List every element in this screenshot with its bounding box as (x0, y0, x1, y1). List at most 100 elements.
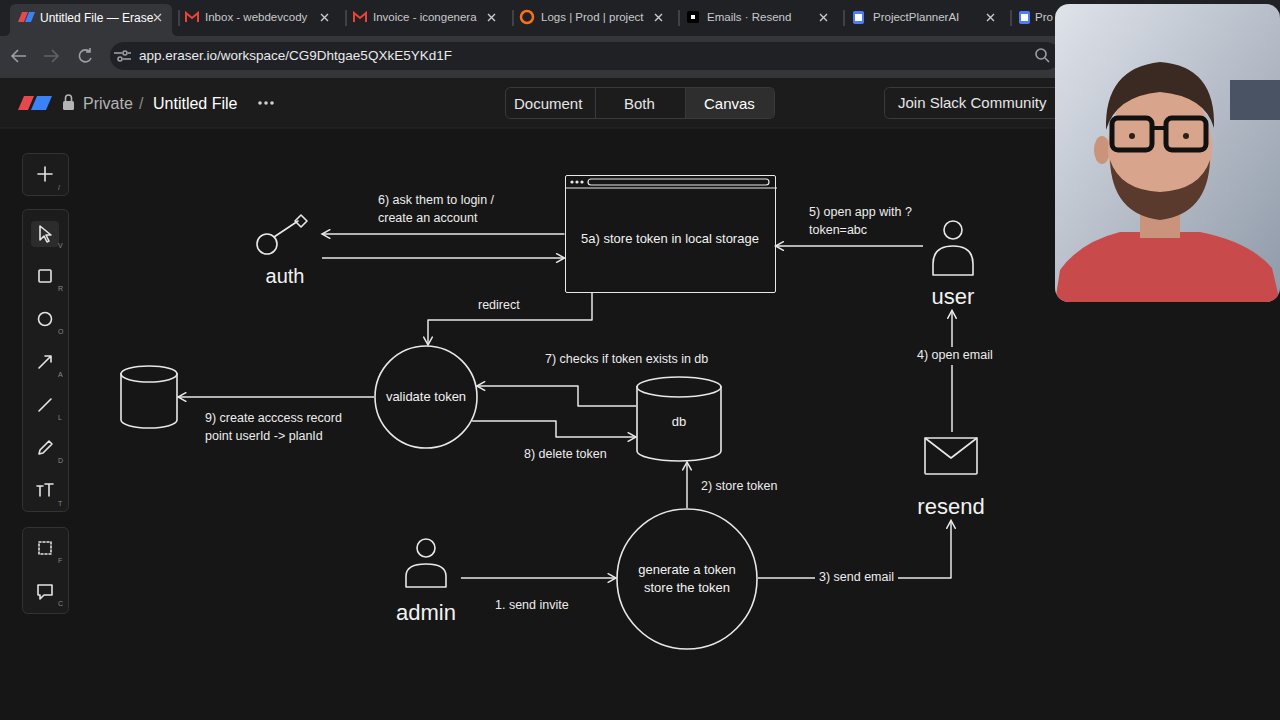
favicons-part (186, 13, 198, 22)
tool-icons-part (39, 270, 51, 282)
arrowhead (683, 462, 692, 470)
arrowhead (557, 254, 565, 263)
circle-shape (617, 509, 757, 649)
lock-icon-part (66, 95, 72, 101)
more-dots-part (270, 101, 274, 105)
tab-separators (179, 10, 1011, 26)
window-dot (575, 180, 578, 183)
node-text: generate a token store the token (628, 561, 746, 597)
shortcut-key: V (58, 242, 63, 250)
arrowhead (947, 520, 956, 528)
lock-icon (63, 95, 74, 110)
circle-outline (616, 508, 758, 650)
file-title: Untitled File (153, 94, 237, 113)
webcam-picture-part (1112, 118, 1152, 150)
actor-node: user (923, 220, 983, 310)
nav-icons-part (123, 58, 131, 60)
nav-icons-part (123, 51, 127, 55)
connector-line (178, 396, 374, 398)
shortcut-key: L (58, 414, 62, 422)
edge-label: 9) create acccess record point userId ->… (205, 410, 357, 445)
webcam-picture-part (1129, 133, 1135, 139)
nav-icons-part (118, 57, 122, 61)
tab-title: Invoice - icongenera (373, 11, 477, 25)
arrowhead (948, 310, 957, 318)
connector-line (322, 257, 565, 259)
logo-blue (31, 96, 52, 110)
connector-arrow (322, 254, 565, 263)
nav-icons-part (128, 52, 131, 54)
tool-icons (37, 167, 53, 599)
auth-icon-node: auth (248, 212, 322, 288)
connector-arrow (424, 293, 592, 345)
envelope-flap (925, 438, 977, 458)
toggle-divider (595, 88, 596, 118)
webcam-picture-part (1166, 118, 1206, 150)
nav-icons-part (1045, 58, 1049, 62)
process-circle: generate a token store the token (616, 508, 758, 650)
tool-icons-part (38, 167, 52, 181)
tab-title: Untitled File — Erase (40, 11, 153, 25)
connector-arrow (477, 382, 636, 406)
tool-selected (31, 221, 59, 247)
lock-icon-part (63, 101, 74, 110)
favicons-part (853, 11, 864, 24)
tab-separators-part (844, 10, 845, 26)
more-dots-part (264, 101, 268, 105)
key-bit (295, 215, 307, 227)
tab-close-icons-part (655, 14, 662, 21)
tab-close-icons-part (154, 14, 161, 21)
mail-icon (923, 432, 979, 476)
tool-panels-part (23, 210, 69, 512)
favicons-part (691, 15, 695, 19)
tab-title: Pro (1035, 11, 1053, 25)
header-button: Join Slack Community (898, 94, 1046, 112)
active-tab (4, 4, 178, 36)
person-head (944, 221, 962, 239)
window-dot (570, 180, 573, 183)
edge-label: 8) delete token (524, 446, 607, 464)
url-text: app.eraser.io/workspace/CG9Dhtgae5QXkE5Y… (139, 48, 452, 64)
shortcut-key: F (58, 557, 62, 565)
logo-red (18, 96, 34, 110)
cylinder-top (637, 377, 721, 397)
person-icon (404, 538, 448, 588)
connector-arrow (322, 230, 565, 239)
webcam-picture-part (1055, 232, 1280, 302)
connector-arrow (776, 242, 924, 251)
shortcut-key: T (58, 500, 62, 508)
arrowhead (776, 242, 784, 251)
edge-label: 7) checks if token exists in db (545, 351, 708, 369)
connector-line (951, 310, 953, 432)
connector-line (477, 386, 636, 406)
tab-close-icons-part (987, 14, 994, 21)
node-caption: admin (396, 600, 456, 626)
favicons (18, 11, 1030, 24)
key-icon (253, 212, 317, 256)
person-body (406, 564, 446, 587)
tool-icons-part (37, 484, 53, 496)
shortcut-key: / (58, 184, 60, 192)
circle-shape (375, 346, 477, 448)
nav-icons-part (114, 52, 122, 54)
edge-label: redirect (478, 297, 520, 315)
connector-line (776, 245, 924, 247)
breadcrumb-separator: / (139, 94, 143, 113)
view-option: Both (624, 95, 655, 113)
tab-separators-part (179, 10, 180, 26)
cylinder-outline (120, 365, 178, 429)
connector-arrow (472, 421, 636, 441)
tab-separators-part (1011, 10, 1012, 26)
more-dots (258, 101, 274, 105)
node-text: validate token (386, 388, 466, 406)
webcam-picture-part (1230, 80, 1280, 120)
person-body (933, 246, 973, 275)
window-dot (580, 180, 583, 183)
edge-label: 6) ask them to login / create an account (378, 192, 518, 227)
view-option: Canvas (704, 95, 755, 113)
address-bar (110, 42, 1060, 70)
tab-title: Logs | Prod | project (541, 11, 644, 25)
node-text: db (672, 413, 686, 431)
tab-separators-part (679, 10, 680, 26)
